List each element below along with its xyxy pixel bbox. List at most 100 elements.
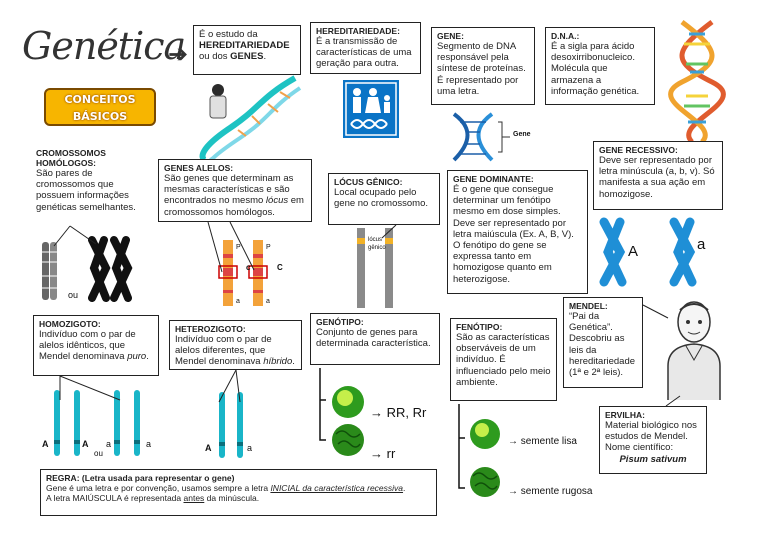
mendel-portrait [667, 301, 721, 400]
gene-box: GENE: Segmento de DNA responsável pela s… [431, 27, 535, 105]
homo-label-a2: A [82, 439, 89, 449]
gene-dominante-body: É o gene que consegue determinar um fenó… [453, 184, 574, 285]
page-title: Genética [22, 24, 186, 68]
genotipo-box: GENÓTIPO: Conjunto de genes para determi… [310, 313, 440, 365]
allele-label-p1: P [236, 244, 241, 251]
phenotype-peas-illustration [458, 404, 500, 497]
mendel-title: MENDEL: [569, 301, 608, 311]
estudo-box: É o estudo da HEREDITARIEDADE ou dos GEN… [193, 25, 301, 75]
heterozygous-chromosomes-diagram [219, 392, 243, 458]
hereditariedade-body: É a transmissão de características de um… [316, 36, 412, 70]
hetero-label-a-lower: a [247, 443, 253, 453]
homo-label-a1: A [42, 439, 49, 449]
mendel-body: Descobriu as leis da hereditariedade (1ª… [569, 333, 636, 379]
regra-line1b: INICIAL da característica recessiva [270, 483, 404, 494]
homologous-chromosomes-illustration [42, 236, 133, 302]
genes-alelos-italic: lócus [265, 195, 289, 207]
gene-dna-diagram [452, 112, 510, 162]
arrow-right-icon: ➔ [168, 41, 189, 68]
homo-label-ou: ou [94, 449, 103, 458]
gene-recessivo-title: GENE RECESSIVO: [599, 145, 678, 155]
genes-alelos-body2: em cromossomos homólogos. [164, 195, 304, 218]
cromossomos-box: CROMOSSOMOS HOMÓLOGOS: São pares de crom… [36, 148, 146, 230]
regra-box: REGRA: (Letra usada para representar o g… [40, 469, 437, 516]
gene-recessivo-body: Deve ser representado por letra minúscul… [599, 155, 715, 200]
alleles-chromosomes-diagram [218, 240, 268, 306]
homozigoto-title: HOMOZIGOTO: [39, 319, 101, 329]
allele-label-a1: a [236, 298, 240, 305]
heterozigoto-title: HETEROZIGOTO: [175, 324, 246, 334]
regra-line2a: A letra MAIÚSCULA é representada [46, 493, 184, 504]
locus-body: Local ocupado pelo gene no cromossomo. [334, 187, 428, 210]
ervilha-scientific-name: Pisum sativum [619, 453, 687, 465]
fenotipo-body: São as características observáveis de um… [456, 332, 551, 388]
locus-tag: lócus gênico [368, 237, 386, 251]
genotype-peas-illustration [319, 368, 364, 456]
homo-label-a4: a [146, 439, 152, 449]
locus-title: LÓCUS GÊNICO: [334, 177, 403, 187]
homozigoto-italic: puro [127, 351, 147, 363]
locus-box: LÓCUS GÊNICO: Local ocupado pelo gene no… [328, 173, 440, 225]
homozygous-chromosomes-diagram [54, 390, 140, 456]
estudo-text3: . [263, 51, 267, 63]
genotype-dominant-label: → RR, Rr [370, 405, 427, 420]
mendel-box: MENDEL: “Pai da Genética”. Descobriu as … [563, 297, 643, 388]
genotype-recessive-label: → rr [370, 446, 396, 461]
gene-recessivo-box: GENE RECESSIVO: Deve ser representado po… [593, 141, 723, 210]
fenotipo-title: FENÓTIPO: [456, 322, 503, 332]
badge-line2: BÁSICOS [72, 110, 128, 123]
locus-chromosomes-diagram [357, 228, 393, 308]
ervilha-box: ERVILHA: Material biológico nos estudos … [599, 406, 707, 474]
dna-helix-illustration [199, 75, 302, 163]
genes-alelos-title: GENES ALELOS: [164, 163, 234, 173]
hetero-label-a-upper: A [205, 443, 212, 453]
genotype-g1: RR, Rr [386, 405, 427, 420]
heterozigoto-italic: híbrido [263, 356, 293, 368]
homozigoto-end: . [146, 351, 149, 363]
ervilha-body: Material biológico nos estudos de Mendel… [605, 420, 697, 454]
conceitos-badge: CONCEITOS BÁSICOS [44, 88, 156, 126]
regra-title: REGRA: (Letra usada para representar o g… [46, 473, 235, 483]
gene-diagram-label: Gene [513, 131, 531, 138]
recessive-letter-lower: a [697, 236, 706, 253]
phenotype-f2: semente rugosa [520, 486, 593, 497]
estudo-bold1: HEREDITARIEDADE [199, 40, 290, 52]
heterozigoto-end: . [292, 356, 295, 368]
genotipo-title: GENÓTIPO: [316, 317, 364, 327]
hereditariedade-box: HEREDITARIEDADE: É a transmissão de cara… [310, 22, 421, 74]
gene-dominante-box: GENE DOMINANTE: É o gene que consegue de… [447, 170, 588, 294]
dna-title: D.N.A.: [551, 31, 580, 41]
family-dna-icon [343, 80, 399, 138]
hereditariedade-title: HEREDITARIEDADE: [316, 26, 400, 36]
regra-line2b: antes [183, 493, 205, 504]
allele-label-a2: a [266, 298, 270, 305]
fenotipo-box: FENÓTIPO: São as características observá… [450, 318, 557, 401]
gene-title: GENE: [437, 31, 464, 41]
homo-label-a3: a [106, 439, 112, 449]
estudo-text2: ou dos [199, 51, 231, 63]
recessive-letter-upper: A [628, 243, 639, 260]
regra-line2c: da minúscula. [204, 493, 260, 504]
allele-label-c-upper: C [277, 263, 283, 272]
homozigoto-box: HOMOZIGOTO: Indivíduo com o par de alelo… [33, 315, 159, 376]
genotype-g2: rr [386, 446, 396, 461]
mendel-quote: “Pai da Genética”. [569, 311, 613, 334]
cromossomos-body: São pares de cromossomos que possuem inf… [36, 168, 136, 213]
phenotype-lisa-label: → semente lisa [508, 436, 577, 447]
recessive-chromosomes-illustration [599, 217, 697, 287]
gene-dominante-title: GENE DOMINANTE: [453, 174, 534, 184]
genotipo-body: Conjunto de genes para determinada carac… [316, 327, 431, 350]
regra-line1a: Gene é uma letra e por convenção, usamos… [46, 483, 271, 494]
allele-label-c-lower: c [246, 263, 251, 272]
badge-line1: CONCEITOS [64, 93, 136, 106]
dna-double-helix-icon [668, 20, 726, 144]
dna-body: É a sigla para ácido desoxirribonucleico… [551, 41, 640, 97]
phenotype-rugosa-label: → semente rugosa [508, 486, 593, 497]
dna-box: D.N.A.: É a sigla para ácido desoxirribo… [545, 27, 655, 105]
gene-body: Segmento de DNA responsável pela síntese… [437, 41, 526, 97]
heterozigoto-box: HETEROZIGOTO: Indivíduo com o par de ale… [169, 320, 302, 370]
genes-alelos-body: São genes que determinam as mesmas carac… [164, 173, 294, 207]
homozigoto-body: Indivíduo com o par de alelos idênticos,… [39, 329, 136, 363]
estudo-text1: É o estudo da [199, 29, 258, 40]
